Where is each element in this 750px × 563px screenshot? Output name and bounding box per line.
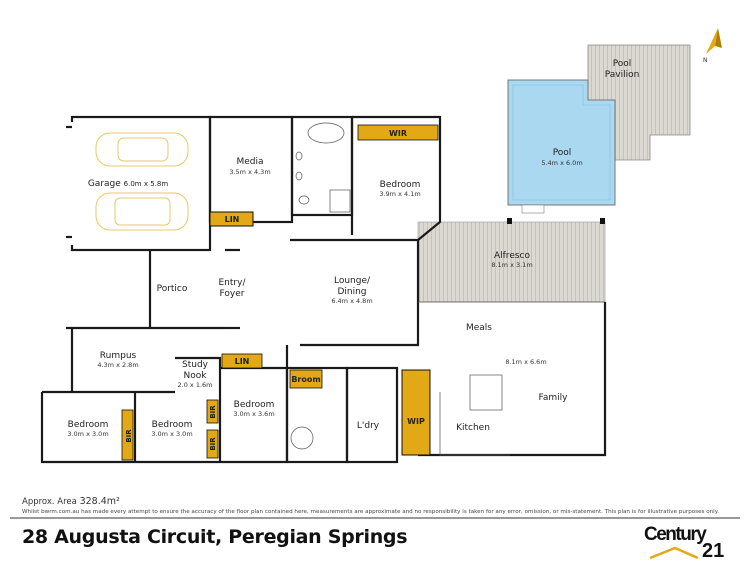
- svg-text:Garage 6.0m x 5.8m: Garage 6.0m x 5.8m: [88, 179, 169, 189]
- lin-label: LIN: [235, 357, 250, 366]
- room-media: Media: [236, 157, 263, 167]
- room-kitchen: Kitchen: [456, 423, 490, 433]
- room-bedroom-2: Bedroom: [152, 420, 193, 430]
- area-label: Approx. Area: [22, 497, 77, 507]
- bathtub-icon: [307, 122, 345, 144]
- svg-text:21: 21: [702, 540, 724, 560]
- sink-icon: [295, 151, 303, 161]
- svg-text:Century: Century: [644, 524, 707, 545]
- pool: [507, 79, 616, 206]
- room-foyer: Foyer: [220, 289, 245, 299]
- alfresco-deck: [417, 221, 606, 303]
- room-lounge: Lounge/: [334, 276, 371, 286]
- property-address: 28 Augusta Circuit, Peregian Springs: [22, 526, 408, 548]
- lounge-dim: 6.4m x 4.8m: [331, 297, 372, 305]
- toilet-icon: [298, 195, 310, 205]
- bir-label: BIR: [209, 405, 217, 419]
- linen-cupboard: [209, 211, 254, 227]
- wir-cupboard: [357, 124, 439, 141]
- alfresco-dim: 8.1m x 3.1m: [491, 261, 532, 269]
- room-alfresco: Alfresco: [494, 251, 531, 261]
- media-dim: 3.5m x 4.3m: [229, 168, 270, 176]
- room-family: Family: [539, 393, 569, 403]
- divider: [10, 517, 740, 519]
- room-pool-pavilion: Pool: [613, 59, 632, 69]
- bir-label: BIR: [125, 429, 133, 443]
- room-entry: Entry/: [219, 278, 247, 288]
- room-portico: Portico: [157, 284, 188, 294]
- rumpus-dim: 4.3m x 2.8m: [97, 361, 138, 369]
- bedroom-3-dim: 3.0m x 3.6m: [233, 410, 274, 418]
- room-nook: Nook: [184, 371, 208, 381]
- room-bedroom-main: Bedroom: [380, 180, 421, 190]
- family-dim: 8.1m x 6.6m: [505, 358, 546, 366]
- pool-pavilion-label-2: Pavilion: [605, 70, 640, 80]
- room-bedroom-3: Bedroom: [234, 400, 275, 410]
- bedroom-1-dim: 3.0m x 3.0m: [67, 430, 108, 438]
- north-arrow-icon: N: [703, 28, 722, 64]
- bedroom-2-dim: 3.0m x 3.0m: [151, 430, 192, 438]
- wir-label: WIR: [389, 129, 407, 138]
- room-meals: Meals: [466, 323, 492, 333]
- room-bedroom-1: Bedroom: [68, 420, 109, 430]
- broom-label: Broom: [291, 375, 320, 384]
- area-value: 328.4m²: [79, 496, 120, 507]
- room-laundry: L'dry: [357, 421, 380, 431]
- century21-logo: Century 21: [644, 524, 724, 560]
- room-dining: Dining: [337, 287, 366, 297]
- room-study: Study: [182, 360, 209, 370]
- approx-area: Approx. Area 328.4m²: [22, 496, 120, 507]
- room-rumpus: Rumpus: [100, 351, 137, 361]
- disclaimer: Whilst bwrm.com.au has made every attemp…: [22, 509, 720, 515]
- wip-label: WIP: [407, 417, 425, 426]
- lin-label: LIN: [225, 215, 240, 224]
- bir-cupboard: [121, 409, 134, 461]
- svg-text:N: N: [703, 57, 708, 64]
- bedroom-main-dim: 3.9m x 4.1m: [379, 190, 420, 198]
- room-pool: Pool: [553, 148, 572, 158]
- study-dim: 2.0 x 1.6m: [178, 381, 213, 389]
- car-icon: [95, 132, 189, 231]
- pool-dim: 5.4m x 6.0m: [541, 159, 582, 167]
- bir-label: BIR: [209, 437, 217, 451]
- room-garage: Garage: [88, 179, 121, 189]
